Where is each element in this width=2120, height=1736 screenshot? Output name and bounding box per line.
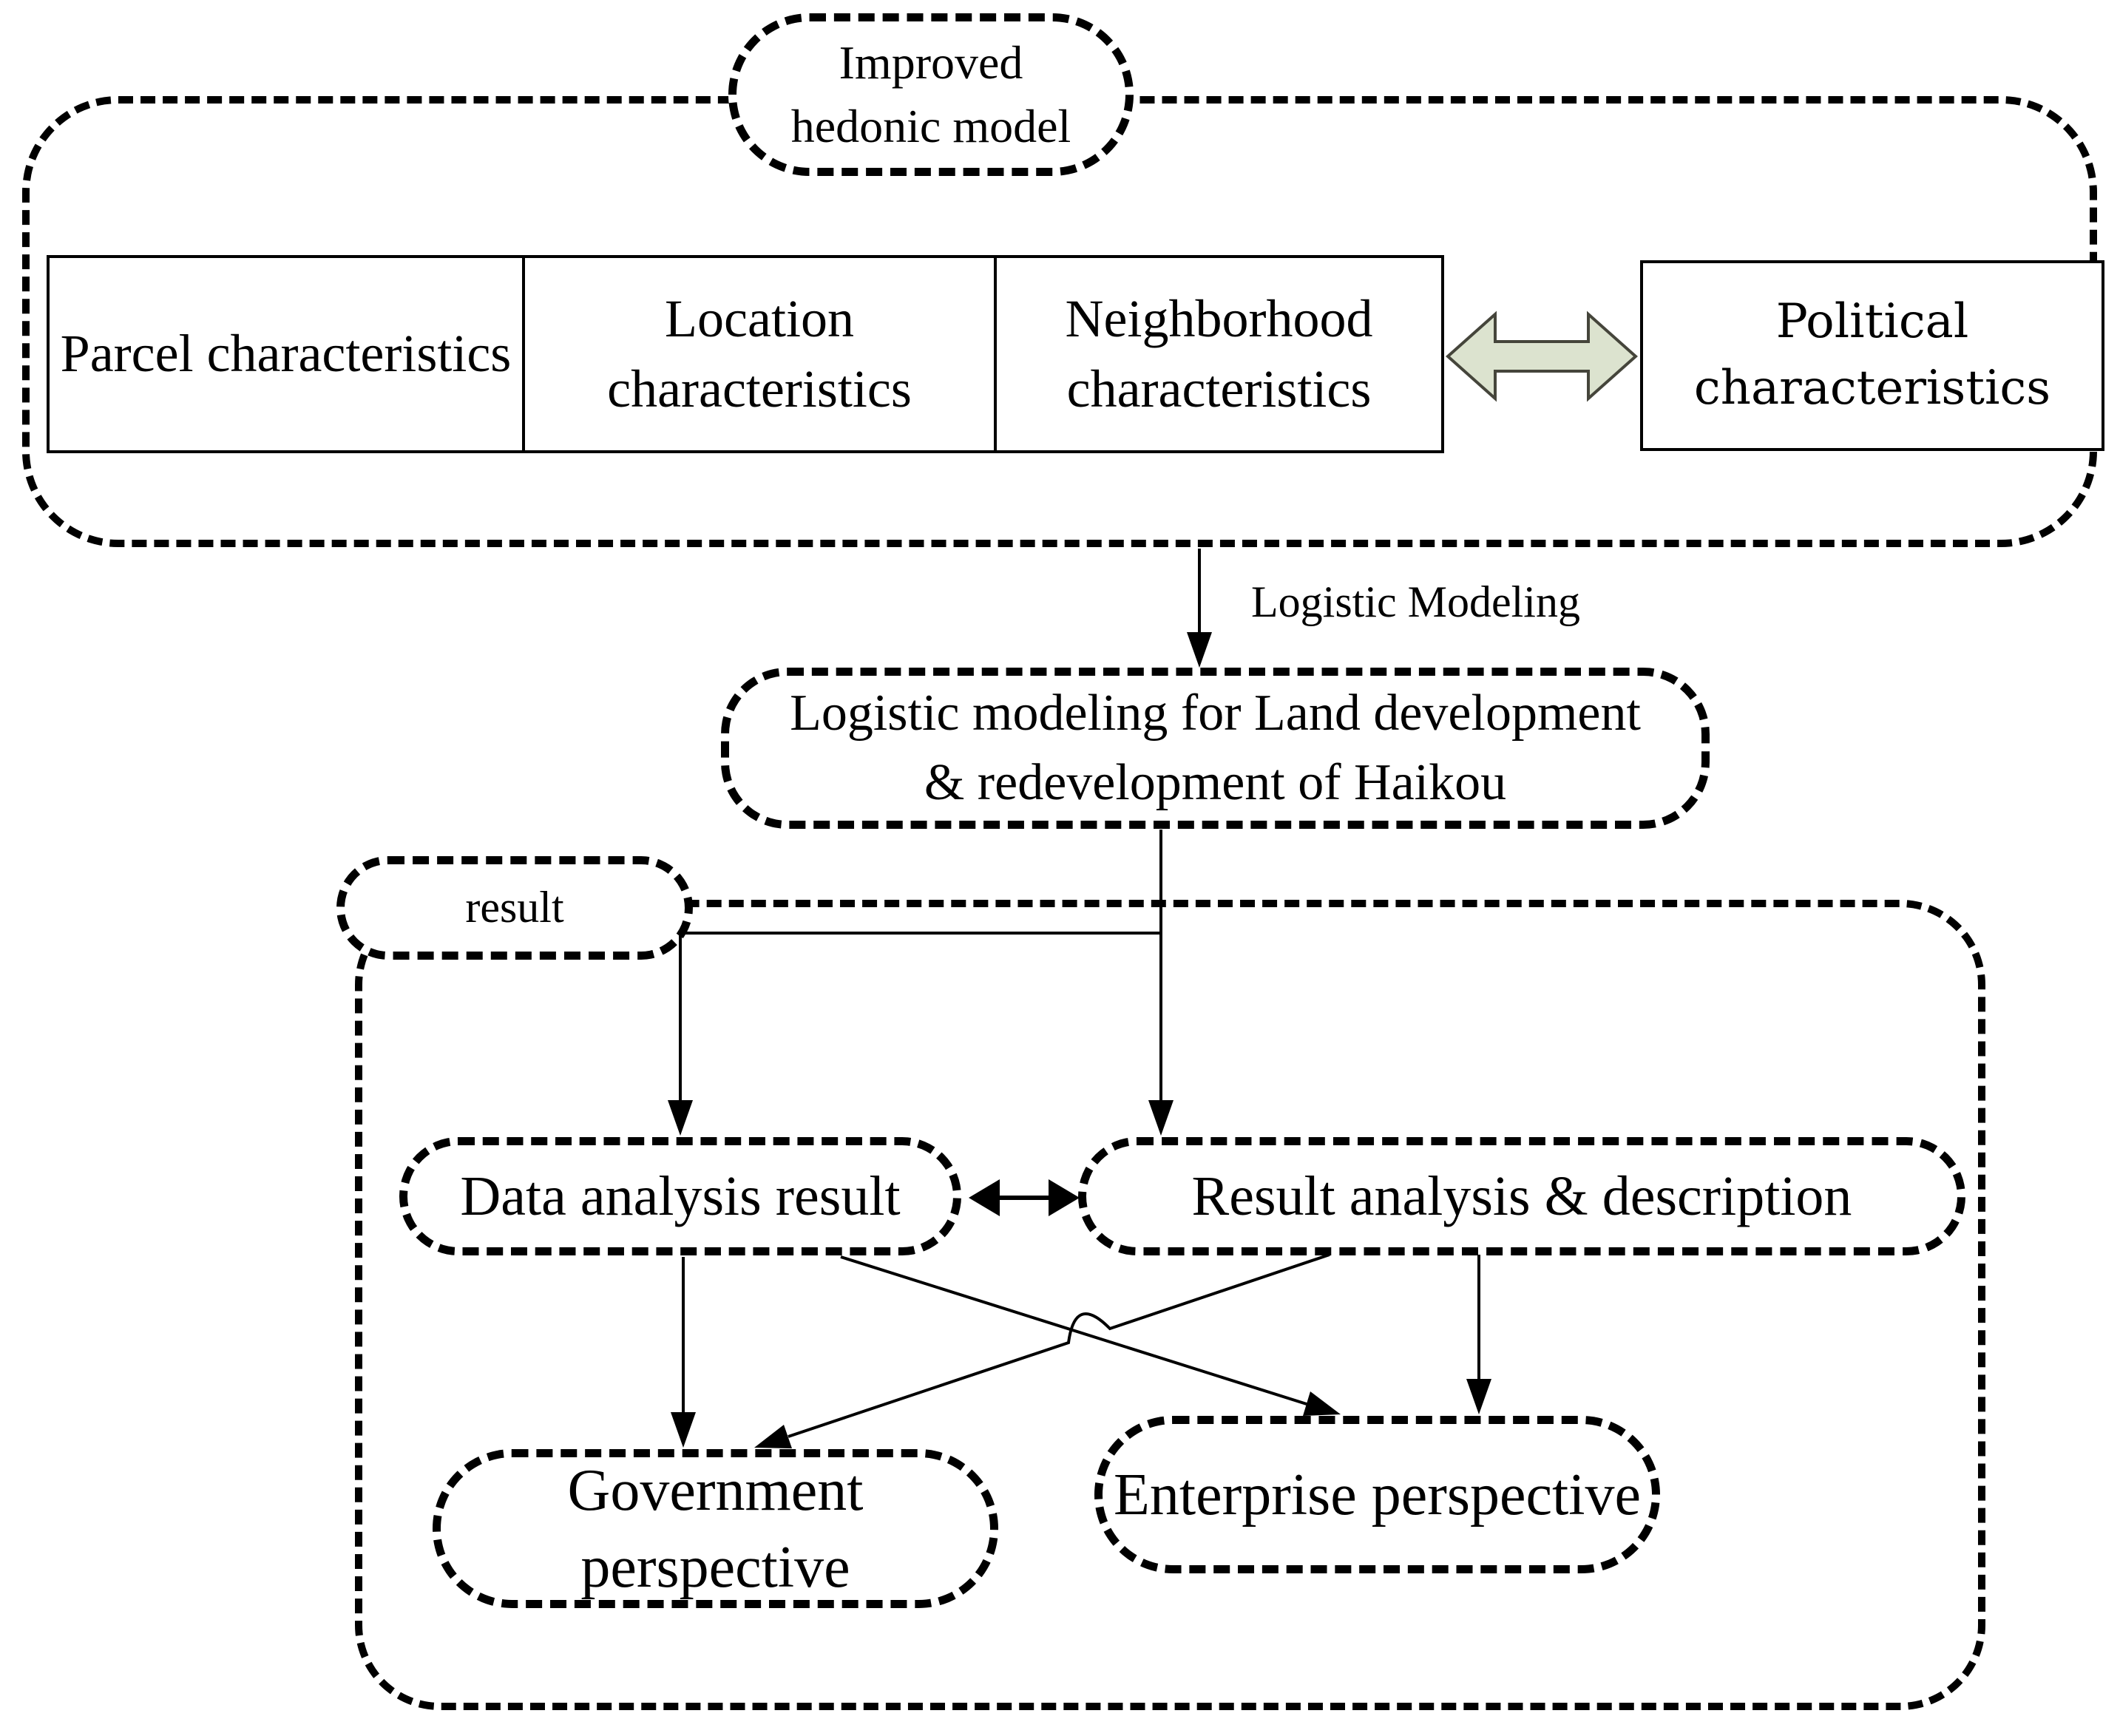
enterprise-perspective-label: Enterprise perspective bbox=[1113, 1462, 1641, 1528]
data-result-double-arrow-icon bbox=[969, 1179, 1080, 1216]
data-analysis-result-node: Data analysis result bbox=[399, 1137, 961, 1255]
logistic-modeling-arrow bbox=[1187, 549, 1212, 668]
government-perspective-node: Government perspective bbox=[433, 1449, 998, 1608]
data-to-government-arrow bbox=[671, 1257, 696, 1448]
result-section-label: result bbox=[465, 883, 564, 932]
logistic-modeling-label: Logistic Modeling bbox=[1251, 577, 1580, 626]
improved-hedonic-model-label: Improved hedonic model bbox=[790, 35, 1071, 152]
logistic-to-result-analysis-arrow bbox=[1148, 830, 1174, 1136]
result-to-enterprise-arrow bbox=[1466, 1255, 1491, 1414]
logistic-modeling-node-label: Logistic modeling for Land development &… bbox=[790, 684, 1641, 812]
logistic-to-data-analysis-arrow bbox=[668, 932, 1161, 1136]
logistic-modeling-node: Logistic modeling for Land development &… bbox=[721, 668, 1710, 829]
parcel-characteristics-label: Parcel characteristics bbox=[60, 324, 512, 384]
enterprise-perspective-node: Enterprise perspective bbox=[1094, 1416, 1660, 1573]
parcel-characteristics-box: Parcel characteristics bbox=[47, 255, 525, 453]
data-to-enterprise-arrow bbox=[840, 1255, 1341, 1416]
location-characteristics-box: Location characteristics bbox=[522, 255, 997, 453]
result-analysis-description-node: Result analysis & description bbox=[1078, 1137, 1965, 1255]
result-to-government-arrow bbox=[754, 1253, 1330, 1448]
neighborhood-characteristics-box: Neighborhood characteristics bbox=[994, 255, 1444, 453]
location-characteristics-label: Location characteristics bbox=[607, 288, 912, 418]
political-characteristics-box: Political characteristics bbox=[1640, 260, 2104, 451]
neighborhood-characteristics-label: Neighborhood characteristics bbox=[1065, 288, 1373, 418]
result-section-label-node: result bbox=[336, 856, 693, 960]
political-characteristics-label: Political characteristics bbox=[1693, 294, 2051, 416]
improved-hedonic-model-node: Improved hedonic model bbox=[728, 13, 1134, 176]
data-analysis-result-label: Data analysis result bbox=[460, 1164, 901, 1227]
neighborhood-political-double-arrow-icon bbox=[1445, 311, 1639, 402]
government-perspective-label: Government perspective bbox=[567, 1457, 864, 1600]
result-analysis-description-label: Result analysis & description bbox=[1191, 1164, 1852, 1227]
result-container bbox=[355, 900, 1985, 1710]
